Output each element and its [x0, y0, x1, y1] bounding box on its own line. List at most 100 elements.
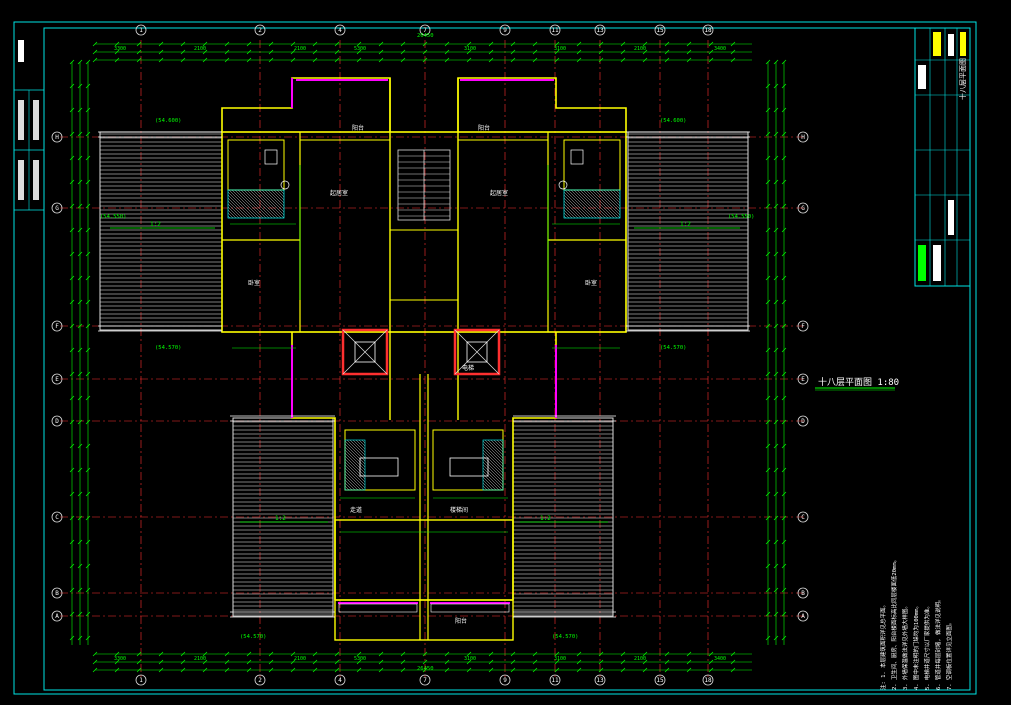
dim-tick [773, 59, 779, 65]
dim-tick [781, 347, 787, 353]
dim-tick [765, 227, 771, 233]
axis-label-row: C [55, 514, 59, 521]
dim-tick [312, 41, 318, 47]
label-corridor: 走道 [350, 506, 362, 514]
dim-tick [92, 659, 98, 665]
dim-segment-label: 3400 [714, 656, 726, 662]
dim-tick [488, 57, 494, 63]
dim-tick [69, 83, 75, 89]
drawing-title: 十八层平面图 1:80 [818, 376, 899, 388]
dim-tick [598, 41, 604, 47]
dim-tick [356, 667, 362, 673]
dim-tick [92, 651, 98, 657]
axis-bubble [594, 674, 606, 686]
dim-tick [422, 49, 428, 55]
balcony-right-upper [627, 131, 749, 331]
axis-bubble [654, 24, 666, 36]
dim-tick [69, 107, 75, 113]
axis-bubble [797, 415, 809, 427]
dim-tick [532, 57, 538, 63]
axis-label-col: 2 [258, 677, 262, 684]
dim-tick [356, 41, 362, 47]
dim-tick [773, 203, 779, 209]
dim-tick [765, 203, 771, 209]
note-line: 6. 管道井每层封堵, 做法详见说明。 [934, 596, 942, 690]
title-block [914, 27, 971, 287]
dim-tick [765, 635, 771, 641]
note-line: 3. 外墙保温做法详见外墙大样图。 [901, 603, 909, 690]
dim-tick [290, 41, 296, 47]
dim-segment-label: 2100 [194, 656, 206, 662]
axis-label-col: 11 [551, 27, 559, 34]
dim-tick [765, 539, 771, 545]
dim-tick [422, 651, 428, 657]
dim-tick [400, 49, 406, 55]
dim-tick [765, 83, 771, 89]
dim-tick [85, 59, 91, 65]
dim-tick [268, 659, 274, 665]
title-block-project: 十八层平面图 [958, 58, 967, 100]
dim-tick [246, 49, 252, 55]
axis-label-col: 7 [423, 677, 427, 684]
dim-tick [554, 57, 560, 63]
dim-tick [85, 587, 91, 593]
elev-tag-lr: (54.570) [660, 345, 687, 351]
dim-tick [85, 515, 91, 521]
elevator-shaft-right [453, 328, 501, 376]
dim-tick [576, 651, 582, 657]
dim-tick [114, 659, 120, 665]
axis-label-row: F [801, 323, 805, 330]
top-total-dim: 26450 [417, 33, 434, 39]
dim-tick [180, 41, 186, 47]
dim-tick [356, 49, 362, 55]
dim-tick [77, 107, 83, 113]
dim-tick [773, 347, 779, 353]
axis-bubble [419, 24, 431, 36]
dim-tick [290, 667, 296, 673]
axis-label-col: 15 [656, 27, 664, 34]
sheet-outer-frame [13, 21, 977, 695]
dim-tick [444, 41, 450, 47]
dim-tick [765, 491, 771, 497]
dim-tick [765, 587, 771, 593]
dim-tick [510, 57, 516, 63]
dim-tick [69, 59, 75, 65]
label-bedroom-right: 卧室 [585, 279, 597, 287]
axis-label-col: 1 [139, 27, 143, 34]
dim-tick [77, 467, 83, 473]
dim-tick [268, 651, 274, 657]
left-title-strip [14, 40, 44, 211]
dim-tick [114, 49, 120, 55]
dim-tick [708, 57, 714, 63]
dim-tick [224, 41, 230, 47]
dim-tick [488, 651, 494, 657]
dim-tick [642, 57, 648, 63]
dim-tick [781, 467, 787, 473]
axis-label-row: A [55, 613, 59, 620]
dim-tick [69, 443, 75, 449]
elev-tag-mr: (54.550) [728, 214, 755, 220]
dim-tick [77, 83, 83, 89]
axis-label-row: H [55, 134, 59, 141]
elev-tag-ml: (54.550) [100, 214, 127, 220]
dim-tick [85, 107, 91, 113]
dim-tick [224, 651, 230, 657]
axis-bubble [797, 610, 809, 622]
slope-lr: 1:2 [540, 515, 551, 522]
dim-tick [224, 49, 230, 55]
dim-tick [290, 49, 296, 55]
dim-tick [422, 667, 428, 673]
dim-tick [576, 49, 582, 55]
dim-tick [92, 667, 98, 673]
dim-tick [773, 227, 779, 233]
dim-tick [781, 251, 787, 257]
dim-tick [77, 299, 83, 305]
axis-bubble [51, 587, 63, 599]
dim-tick [356, 651, 362, 657]
dim-tick [69, 347, 75, 353]
dim-tick [334, 651, 340, 657]
dim-tick [773, 443, 779, 449]
axis-label-row: F [55, 323, 59, 330]
axis-bubble [51, 131, 63, 143]
balcony-left-upper [99, 131, 223, 331]
